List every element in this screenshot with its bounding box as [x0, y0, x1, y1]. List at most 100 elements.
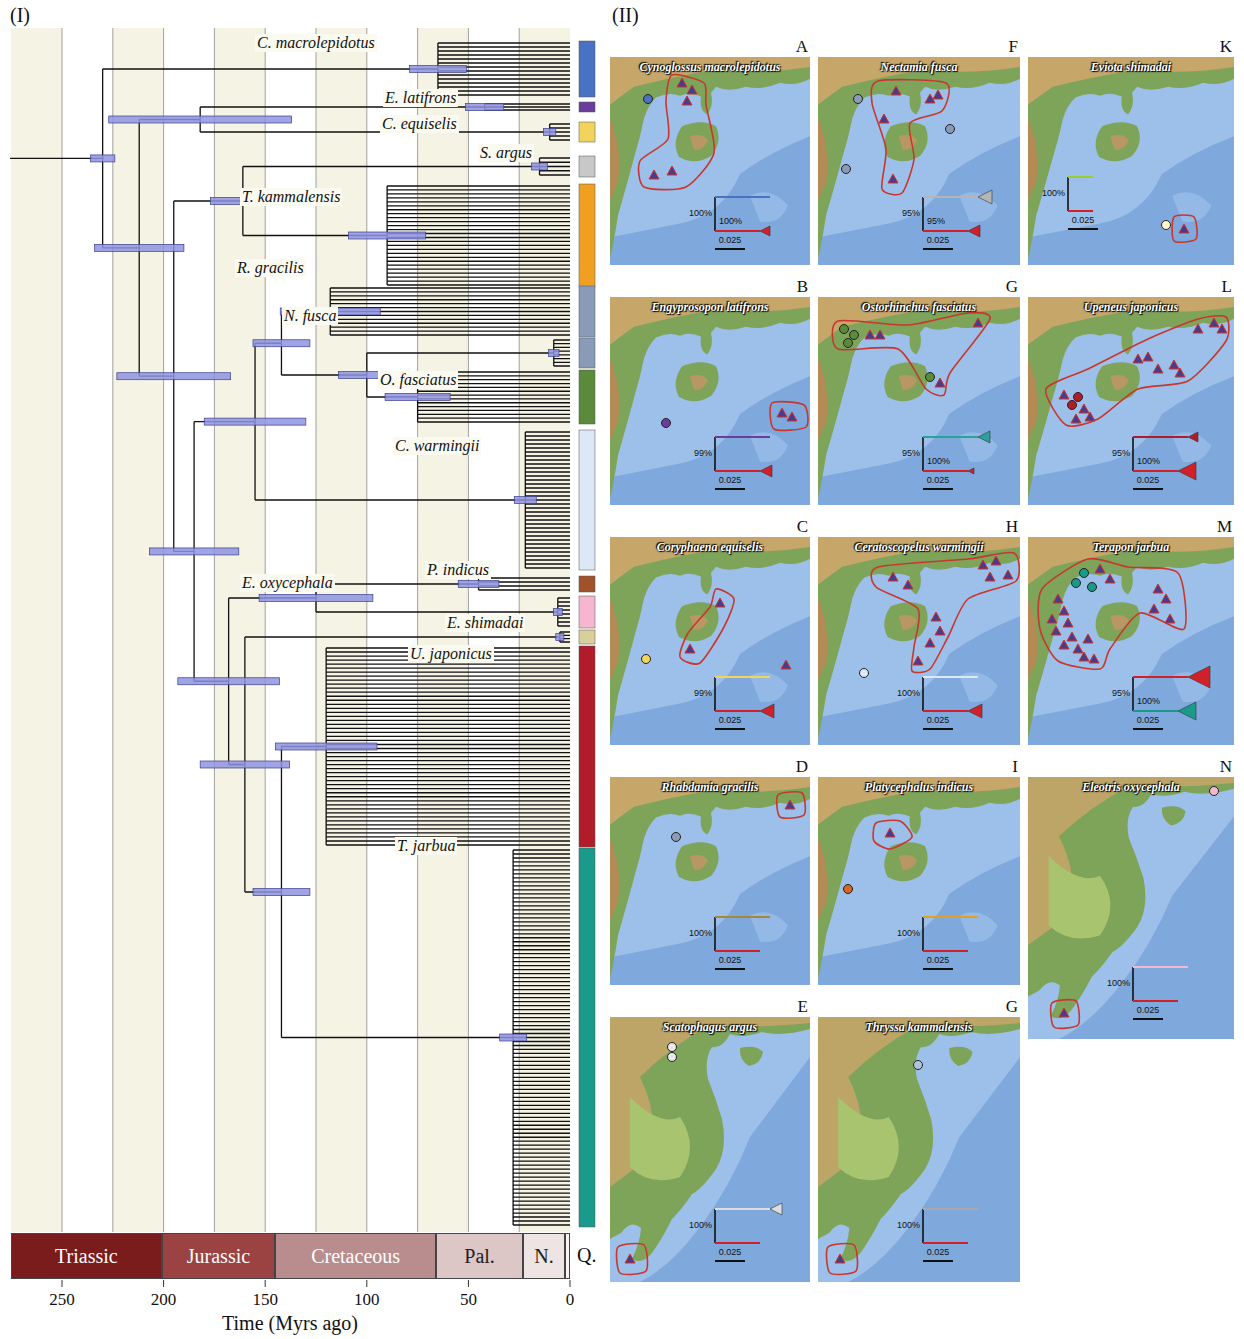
sample-site — [1088, 583, 1097, 592]
panel-letter: H — [1006, 517, 1018, 536]
sample-site — [644, 95, 653, 104]
basemap — [1028, 57, 1234, 265]
range-outline — [871, 552, 1019, 672]
sample-site — [1179, 224, 1189, 233]
sample-site — [625, 1254, 635, 1263]
inset-branch — [923, 916, 978, 918]
sample-site — [781, 660, 791, 669]
inset-stem — [922, 677, 924, 711]
sample-site — [787, 412, 797, 421]
inset-branch — [715, 676, 770, 678]
inset-branch — [715, 1208, 770, 1210]
map — [818, 57, 1020, 265]
period-name: Pal. — [464, 1245, 495, 1268]
map-panel: HCeratoscopelus warmingii — [818, 517, 1020, 745]
period-box: N. — [523, 1233, 564, 1279]
panel-letter: E — [798, 997, 808, 1016]
scale-bar — [923, 248, 953, 250]
inset-branch — [1133, 710, 1178, 712]
map — [610, 297, 810, 505]
scale-bar — [715, 248, 745, 250]
sample-site — [854, 95, 863, 104]
inset-tree — [715, 1203, 782, 1261]
period-name: Jurassic — [187, 1245, 250, 1268]
grid-line — [417, 28, 418, 1232]
sample-site — [1162, 221, 1171, 230]
collapsed-clade — [1188, 432, 1198, 442]
range-outline — [873, 820, 912, 849]
range-outline — [770, 402, 808, 431]
sample-site — [1153, 364, 1163, 373]
species-name: Ostorhinchus fasciatus — [818, 300, 1020, 315]
sample-site — [668, 1043, 677, 1052]
panel-letter: B — [797, 277, 808, 296]
panel-letter: L — [1222, 277, 1232, 296]
sample-site — [668, 1053, 677, 1062]
sample-site — [1149, 604, 1159, 613]
inset-branch — [715, 436, 770, 438]
species-name: Upeneus japonicus — [1028, 300, 1234, 315]
sample-site — [931, 612, 941, 621]
map-panel: BEngyprosopon latifrons — [610, 277, 810, 505]
inset-tree — [923, 431, 990, 489]
panel-letter: K — [1220, 37, 1232, 56]
species-label: P. indicus — [425, 561, 491, 579]
map-panel: GOstorhinchus fasciatus — [818, 277, 1020, 505]
period-name: Cretaceous — [311, 1245, 400, 1268]
map-panel: FNectamia fusca — [818, 37, 1020, 265]
sample-site — [1063, 618, 1073, 627]
collapsed-clade — [770, 1203, 782, 1215]
scale-label: 0.025 — [1137, 1005, 1160, 1016]
sample-site — [662, 419, 671, 428]
axis-tick-label: 0 — [566, 1290, 575, 1310]
sample-site — [1059, 390, 1069, 399]
panel-heading: (II) — [612, 4, 639, 27]
sample-site — [1003, 570, 1013, 579]
sample-site — [1153, 584, 1163, 593]
axis-tick — [468, 1280, 469, 1287]
sample-site — [1080, 569, 1089, 578]
scale-label: 0.025 — [719, 235, 742, 246]
sample-site — [682, 96, 692, 105]
scale-label: 0.025 — [719, 475, 742, 486]
sample-site — [1067, 632, 1077, 641]
map-panel: L Upeneus japonicus — [1028, 277, 1234, 505]
inset-stem — [714, 677, 716, 711]
time-band — [316, 28, 367, 1232]
sample-site — [1083, 634, 1093, 643]
hpd-bar — [544, 129, 556, 136]
sample-site — [1143, 352, 1153, 361]
grid-line — [316, 28, 317, 1232]
range-outline — [1046, 316, 1229, 426]
sample-site — [1105, 574, 1115, 583]
sample-site — [903, 580, 913, 589]
axis-ticks — [62, 1280, 570, 1287]
support-value: 100% — [689, 1220, 712, 1231]
basemap — [610, 297, 810, 505]
panel-heading: (I) — [10, 4, 30, 27]
inset-branch — [923, 1242, 968, 1244]
inset-branch — [1133, 470, 1178, 472]
inset-branch — [923, 470, 968, 472]
hpd-bar — [253, 340, 310, 347]
hpd-bar — [548, 350, 559, 357]
map — [1028, 777, 1234, 1039]
tree-branches — [10, 43, 570, 1225]
sample-site — [642, 655, 651, 664]
scale-label: 0.025 — [719, 715, 742, 726]
species-name: Rhabdamia gracilis — [610, 780, 810, 795]
support-value: 100% — [897, 1220, 920, 1231]
map — [610, 777, 810, 985]
sample-site — [1068, 401, 1077, 410]
period-box: Pal. — [436, 1233, 523, 1279]
inset-branch — [715, 950, 760, 952]
sample-site — [685, 644, 695, 653]
axis-tick-label: 200 — [151, 1290, 177, 1310]
clade-bar — [579, 156, 595, 177]
range-outline — [680, 589, 734, 664]
basemap — [610, 537, 810, 745]
inset-branch — [715, 470, 760, 472]
clade-bar — [579, 848, 595, 1227]
sample-site — [1193, 324, 1203, 333]
map — [1028, 57, 1234, 265]
